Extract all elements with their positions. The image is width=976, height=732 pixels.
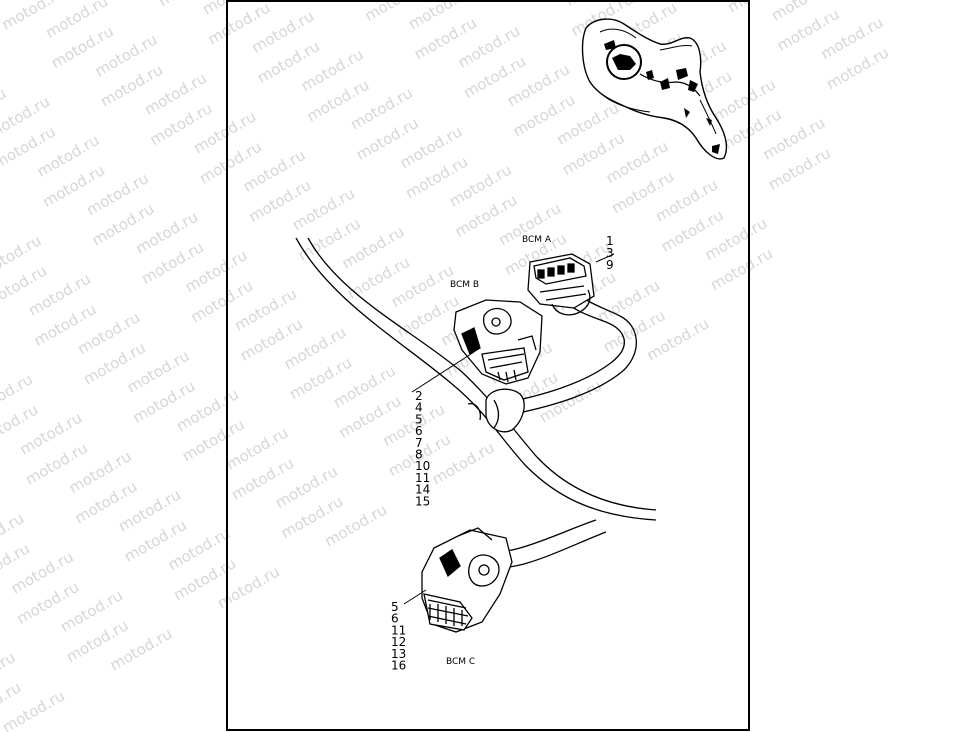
bcm-b-pin-number: 5 [415, 412, 423, 426]
bcm-a-leader [595, 253, 615, 263]
bcm-b-connector [453, 299, 543, 385]
bcm-b-pin-number: 2 [415, 389, 423, 403]
bcm-b-pin-number: 8 [415, 448, 423, 462]
bcm-b-pin-number: 15 [415, 494, 430, 508]
bcm-a-connector [527, 253, 595, 316]
leader-lines [403, 253, 615, 605]
bcm-b-label: BCM B [450, 280, 479, 290]
bcm-b-leader [411, 351, 475, 393]
bcm-c-pin-number: 13 [391, 647, 406, 661]
bcm-a-branch [499, 291, 637, 415]
vehicle-locator-thumbnail [581, 18, 728, 160]
bcm-c-label: BCM C [446, 657, 475, 667]
bcm-c-pin-number: 6 [391, 612, 399, 626]
page-frame [226, 0, 750, 731]
bcm-b-pin-number: 7 [415, 436, 423, 450]
bcm-a-pin-list: 139 [606, 234, 614, 272]
bcm-c-connector [421, 527, 513, 633]
bcm-b-pin-number: 11 [415, 471, 430, 485]
bcm-a-pin-number: 9 [606, 258, 614, 272]
bcm-a-pin-number: 1 [606, 234, 614, 248]
bcm-b-pin-number: 4 [415, 401, 423, 415]
bcm-c-pin-number: 16 [391, 659, 406, 673]
bcm-c-leader [403, 589, 427, 605]
bcm-a-label: BCM A [522, 235, 552, 245]
bcm-c-pin-number: 5 [391, 600, 399, 614]
bcm-b-pin-number: 6 [415, 424, 423, 438]
bcm-c-pin-number: 12 [391, 635, 406, 649]
harness-loop [467, 388, 525, 433]
bcm-b-pin-number: 14 [415, 483, 430, 497]
bcm-c-pin-number: 11 [391, 623, 406, 637]
bcm-b-pin-number: 10 [415, 459, 430, 473]
bcm-a-pin-number: 3 [606, 246, 614, 260]
